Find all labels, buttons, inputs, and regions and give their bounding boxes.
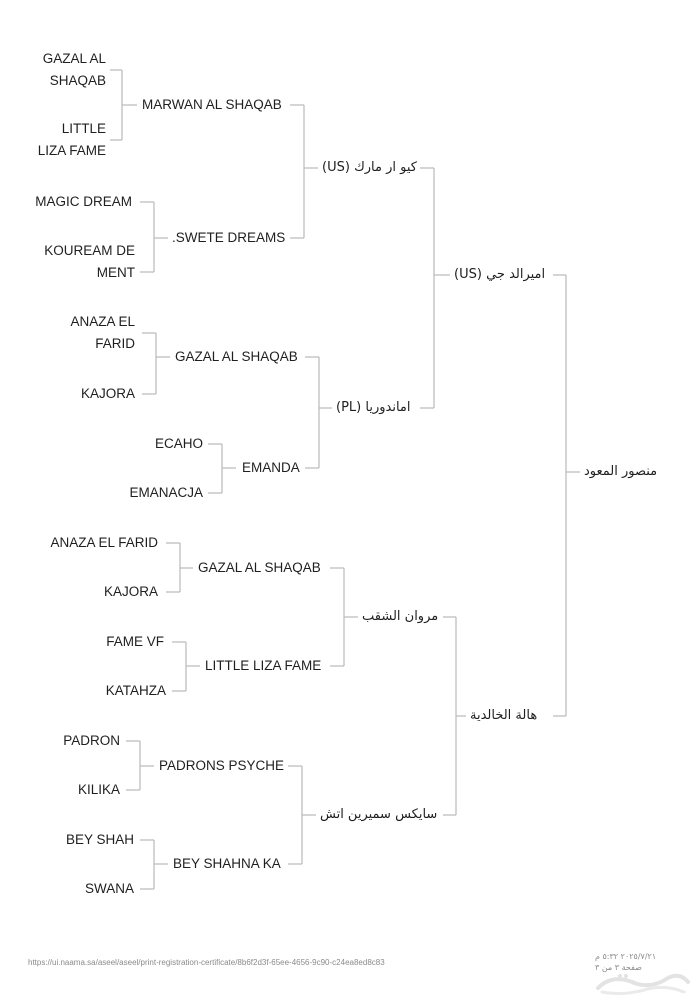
- horse-l3: MAGIC DREAM: [35, 194, 132, 209]
- horse-l5: ANAZA EL FARID: [70, 311, 135, 355]
- horse-ds-sire: GAZAL AL SHAQAB: [198, 560, 321, 575]
- horse-sd-sire: GAZAL AL SHAQAB: [175, 349, 298, 364]
- horse-l1-line2: SHAQAB: [49, 73, 106, 88]
- horse-sd-dam: EMANDA: [242, 460, 300, 475]
- horse-l5-line2: FARID: [95, 336, 135, 351]
- horse-l4: KOUREAM DE MENT: [44, 240, 135, 284]
- print-footer: https://ui.naama.sa/aseel/aseel/print-re…: [0, 948, 700, 1004]
- pedigree-connectors: [110, 69, 580, 890]
- horse-dd-dam: BEY SHAHNA KA: [173, 856, 281, 871]
- horse-l16: SWANA: [84, 881, 134, 896]
- horse-dam: هالة الخالدية: [470, 708, 538, 723]
- print-date: ٢٠٢٥/٧/٢١ ٥:٣٢ م: [595, 952, 657, 961]
- watermark-logo-icon: [596, 973, 690, 996]
- horse-dd-sire: PADRONS PSYCHE: [159, 758, 285, 773]
- horse-l15: BEY SHAH: [65, 832, 134, 847]
- horse-l9: ANAZA EL FARID: [50, 535, 158, 550]
- horse-l2: LITTLE LIZA FAME: [38, 118, 106, 162]
- horse-l1: GAZAL AL SHAQAB: [43, 48, 106, 92]
- horse-sire-dam: اماندوريا (PL): [336, 400, 411, 415]
- horse-l6: KAJORA: [80, 386, 135, 401]
- horse-l13: PADRON: [63, 733, 120, 748]
- horse-l12: KATAHZA: [105, 683, 166, 698]
- horse-l7: ECAHO: [154, 436, 203, 451]
- horse-dam-dam: سايكس سميرين اتش: [320, 807, 438, 822]
- horse-ds-dam: LITTLE LIZA FAME: [205, 658, 322, 673]
- horse-l10: KAJORA: [103, 584, 158, 599]
- horse-sire-sire: كيو ار مارك (US): [322, 160, 417, 175]
- horse-l11: FAME VF: [106, 634, 164, 649]
- horse-ss-dam: .SWETE DREAMS: [172, 230, 286, 245]
- horse-sire: اميرالد جي (US): [454, 267, 546, 282]
- horse-l14: KILIKA: [77, 782, 120, 797]
- horse-l5-line1: ANAZA EL: [70, 314, 135, 329]
- horse-dam-sire: مروان الشقب: [362, 609, 439, 624]
- print-url: https://ui.naama.sa/aseel/aseel/print-re…: [28, 958, 385, 967]
- horse-l1-line1: GAZAL AL: [42, 51, 106, 66]
- horse-root: منصور المعود: [584, 464, 658, 479]
- horse-l2-line1: LITTLE: [61, 121, 106, 136]
- horse-l8: EMANACJA: [129, 485, 203, 500]
- horse-l4-line1: KOUREAM DE: [44, 243, 135, 258]
- horse-ss-sire: MARWAN AL SHAQAB: [142, 97, 282, 112]
- horse-l2-line2: LIZA FAME: [37, 143, 106, 158]
- page-number: صفحة ٣ من ٣: [595, 963, 642, 972]
- horse-l4-line2: MENT: [96, 265, 135, 280]
